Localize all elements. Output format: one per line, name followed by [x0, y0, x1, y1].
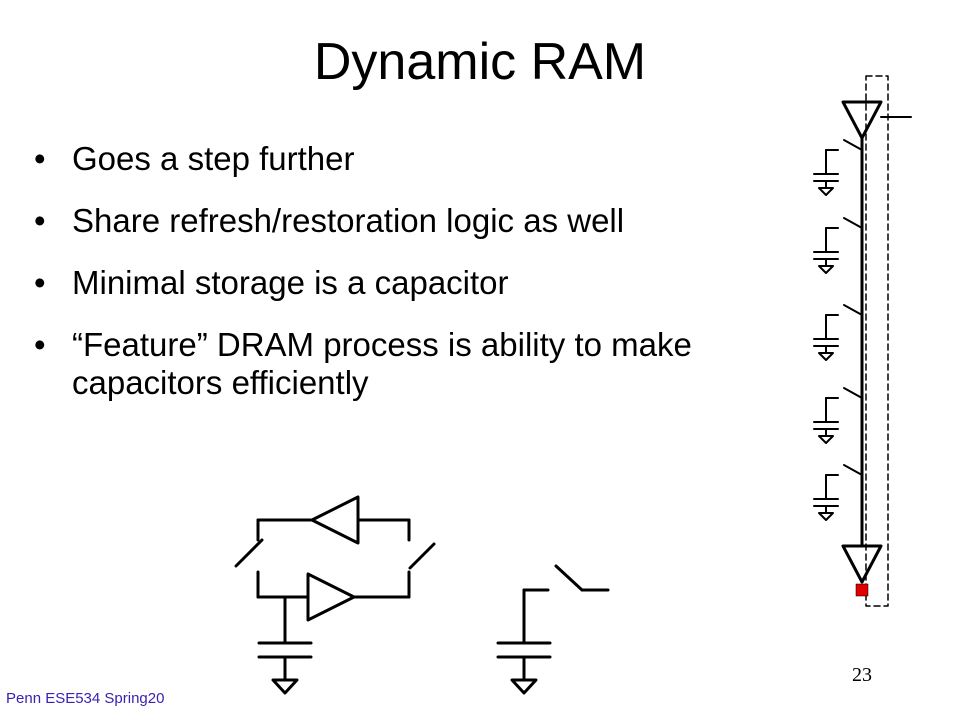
cell-ground-icon: [818, 435, 834, 444]
cell-ground-icon: [818, 352, 834, 361]
bullet-marker: •: [34, 264, 46, 301]
bullet-marker: •: [34, 140, 46, 177]
dram-cell-schematic: [496, 564, 610, 695]
sense-amp-icon: [841, 100, 883, 140]
ground-icon: [510, 678, 538, 695]
bullet-text: Goes a step further: [72, 140, 355, 177]
cell-switch-icon: [843, 304, 863, 316]
bullet-list: • Goes a step further • Share refresh/rest…: [30, 140, 790, 426]
bullet-item: • Minimal storage is a capacitor: [30, 264, 790, 302]
bullet-item: • Goes a step further: [30, 140, 790, 178]
dram-column-schematic: [841, 75, 912, 607]
left-switch-icon: [234, 538, 264, 568]
cell-switch-icon: [843, 387, 863, 399]
drive-inverter-icon: [306, 572, 356, 622]
static-cell-schematic: [234, 495, 436, 695]
bullet-item: • Share refresh/restoration logic as well: [30, 202, 790, 240]
access-switch-icon: [554, 564, 584, 592]
cell-switch-icon: [843, 217, 863, 229]
bullet-text: Minimal storage is a capacitor: [72, 264, 509, 301]
cell-ground-icon: [818, 265, 834, 274]
cell-switch-icon: [843, 139, 863, 151]
footer-text: Penn ESE534 Spring20: [6, 690, 165, 707]
column-cells: [813, 139, 863, 521]
bullet-text: Share refresh/restoration logic as well: [72, 202, 625, 239]
bullet-text: “Feature” DRAM process is ability to mak…: [72, 326, 692, 401]
bullet-marker: •: [34, 202, 46, 239]
cell-ground-icon: [818, 187, 834, 196]
feedback-inverter-icon: [310, 495, 360, 545]
highlight-marker: [855, 583, 869, 597]
right-switch-icon: [408, 542, 436, 570]
page-number: 23: [852, 664, 872, 686]
bullet-marker: •: [34, 326, 46, 363]
bullet-item: • “Feature” DRAM process is ability to ma…: [30, 326, 790, 402]
column-enclosure: [865, 75, 889, 607]
cell-ground-icon: [818, 512, 834, 521]
sense-amp-icon: [841, 544, 883, 584]
cell-switch-icon: [843, 464, 863, 476]
ground-icon: [271, 678, 299, 695]
slide-title: Dynamic RAM: [313, 33, 647, 91]
